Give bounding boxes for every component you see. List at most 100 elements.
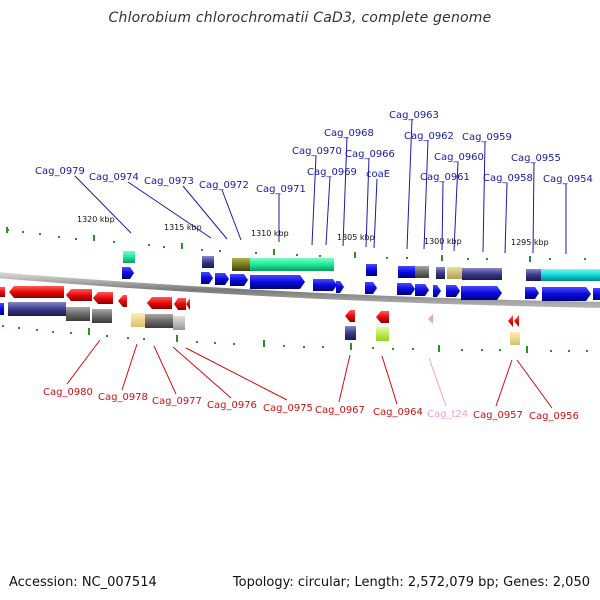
outer-major-ticks — [6, 227, 531, 262]
gene-label: Cag_0971 — [256, 184, 306, 195]
gene-feature — [131, 313, 145, 327]
gene-arrow — [376, 311, 389, 323]
gene-arrow — [336, 281, 344, 293]
gene-feature — [366, 264, 377, 276]
gene-feature — [345, 326, 356, 340]
forward-gene-labels: Cag_0979 Cag_0974 Cag_0973 Cag_0972 Cag_… — [35, 110, 593, 195]
gene-arrow — [514, 315, 519, 327]
gene-feature — [510, 332, 520, 345]
gene-label: Cag_0968 — [324, 128, 374, 139]
gene-arrow — [0, 287, 5, 297]
kbp-label: 1305 kbp — [337, 233, 375, 242]
gene-label: Cag_0964 — [373, 407, 423, 418]
gene-label: Cag_0977 — [152, 396, 202, 407]
gene-label: Cag_0958 — [483, 173, 533, 184]
gene-label: Cag_0955 — [511, 153, 561, 164]
gene-feature — [250, 258, 334, 271]
gene-arrow — [201, 272, 213, 284]
gene-label: Cag_0974 — [89, 172, 139, 183]
gene-feature — [436, 267, 445, 279]
gene-arrow — [446, 285, 460, 297]
gene-arrow — [433, 285, 441, 297]
gene-feature — [8, 302, 66, 316]
gene-arrow — [508, 315, 513, 327]
gene-feature — [415, 266, 429, 278]
gene-arrow — [9, 286, 64, 298]
gene-feature — [398, 266, 415, 278]
gene-arrow — [186, 298, 190, 310]
gene-arrow — [415, 284, 429, 296]
gene-arrow — [122, 267, 134, 279]
gene-arrow — [230, 274, 248, 286]
genome-summary-text: Topology: circular; Length: 2,572,079 bp… — [232, 575, 590, 590]
gene-label: Cag_0960 — [434, 152, 484, 163]
gene-feature — [0, 303, 4, 315]
forward-features — [0, 251, 600, 301]
trna-feature — [428, 314, 433, 324]
kbp-label: 1300 kbp — [424, 237, 462, 246]
gene-label: Cag_0966 — [345, 149, 395, 160]
gene-label: Cag_0976 — [207, 400, 257, 411]
kbp-label: 1315 kbp — [164, 223, 202, 232]
gene-feature — [462, 268, 502, 280]
gene-label: Cag_0962 — [404, 131, 454, 142]
gene-arrow — [313, 279, 337, 291]
forward-leader-lines — [74, 118, 567, 254]
kbp-scale-labels: 1320 kbp 1315 kbp 1310 kbp 1305 kbp 1300… — [77, 215, 549, 247]
gene-arrow — [118, 295, 127, 307]
gene-feature — [173, 316, 185, 330]
gene-feature — [376, 327, 389, 341]
gene-arrow — [542, 287, 591, 301]
reverse-leader-lines — [66, 339, 553, 409]
gene-label: Cag_0979 — [35, 166, 85, 177]
reverse-gene-labels: Cag_0980 Cag_0978 Cag_0977 Cag_0976 Cag_… — [43, 387, 579, 422]
inner-scale-dots — [2, 325, 588, 352]
gene-label: Cag_0980 — [43, 387, 93, 398]
gene-feature — [92, 309, 112, 323]
gene-feature — [66, 307, 90, 321]
gene-label: Cag_0969 — [307, 167, 357, 178]
gene-arrow — [215, 273, 229, 285]
gene-feature — [202, 256, 214, 268]
gene-label: Cag_0970 — [292, 146, 342, 157]
gene-feature — [541, 269, 593, 281]
gene-label: Cag_0956 — [529, 411, 579, 422]
gene-feature — [145, 314, 173, 328]
gene-arrow — [397, 283, 415, 295]
gene-label: Cag_0972 — [199, 180, 249, 191]
outer-scale-dots — [7, 229, 586, 260]
gene-arrow — [365, 282, 377, 294]
gene-feature — [232, 258, 250, 271]
gene-arrow — [147, 297, 172, 309]
gene-label: Cag_t24 — [427, 409, 468, 420]
gene-arrow — [93, 292, 113, 304]
gene-label: Cag_0978 — [98, 392, 148, 403]
kbp-label: 1295 kbp — [511, 238, 549, 247]
gene-feature — [593, 269, 600, 281]
gene-arrow — [66, 289, 92, 301]
gene-label: Cag_0967 — [315, 405, 365, 416]
gene-label: Cag_0975 — [263, 403, 313, 414]
map-title: Chlorobium chlorochromatii CaD3, complet… — [108, 10, 492, 26]
gene-label: coaE — [366, 169, 390, 180]
gene-arrow — [345, 310, 355, 322]
gene-arrow — [525, 287, 539, 299]
gene-label: Cag_0961 — [420, 172, 470, 183]
gene-arrow — [250, 275, 305, 289]
gene-feature — [123, 251, 135, 263]
genome-backbone — [0, 272, 600, 308]
kbp-label: 1310 kbp — [251, 229, 289, 238]
inner-major-ticks — [88, 328, 528, 353]
kbp-label: 1320 kbp — [77, 215, 115, 224]
gene-label: Cag_0959 — [462, 132, 512, 143]
gene-label: Cag_0957 — [473, 410, 523, 421]
gene-feature — [447, 267, 462, 279]
gene-label: Cag_0963 — [389, 110, 439, 121]
gene-arrow — [593, 288, 600, 300]
gene-arrow — [461, 286, 502, 300]
gene-arrow — [174, 298, 186, 310]
accession-text: Accession: NC_007514 — [9, 575, 157, 590]
gene-feature — [526, 269, 541, 281]
gene-label: Cag_0954 — [543, 174, 593, 185]
